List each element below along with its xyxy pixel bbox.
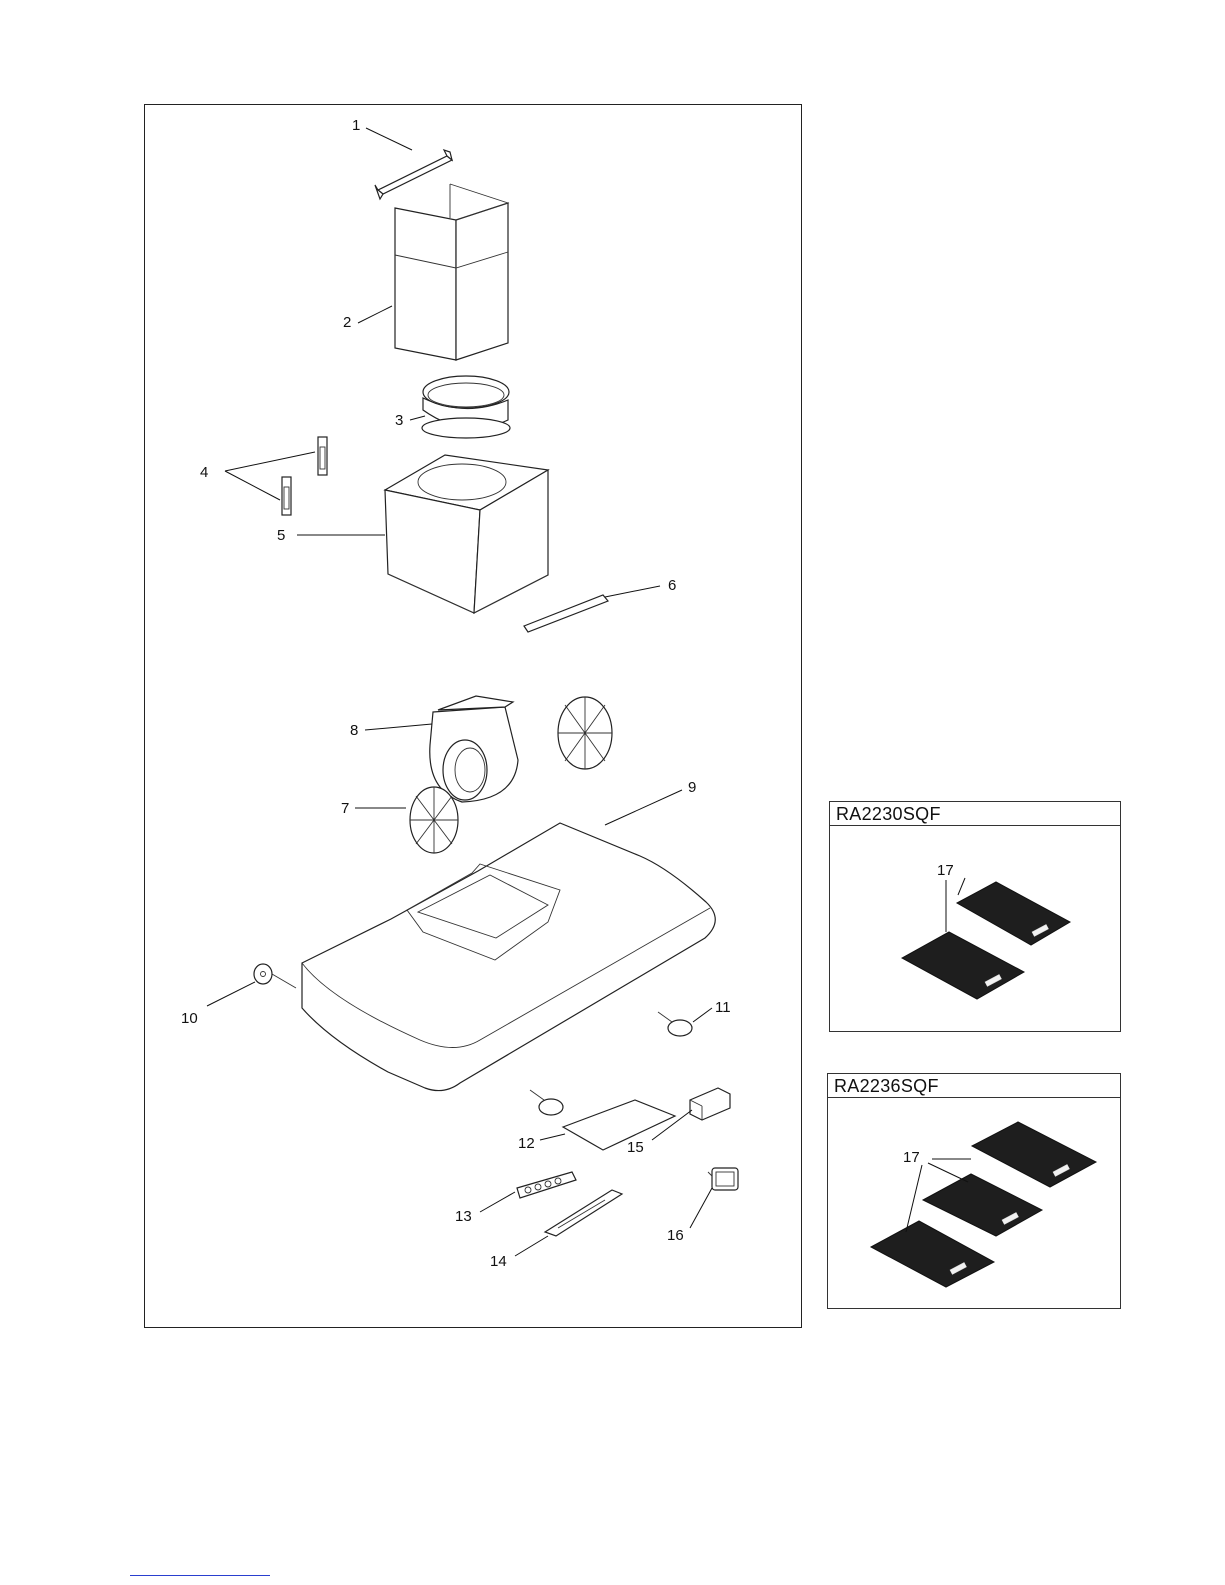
callout-7: 7 xyxy=(341,800,349,817)
callout-9: 9 xyxy=(688,779,696,796)
callout-1: 1 xyxy=(352,117,360,134)
part-mounting-brackets xyxy=(282,437,327,515)
part-blower-wheel xyxy=(410,787,458,853)
callout-11: 11 xyxy=(715,999,731,1016)
part-switch-block xyxy=(517,1172,576,1198)
part-light-tray xyxy=(545,1190,622,1236)
part-chimney-bracket xyxy=(375,150,452,199)
callout-6: 6 xyxy=(668,577,676,594)
part-lamp xyxy=(708,1168,738,1190)
part-motor-housing-box xyxy=(385,455,548,613)
callout-13: 13 xyxy=(455,1208,472,1225)
callout-5: 5 xyxy=(277,527,285,544)
callout-16: 16 xyxy=(667,1227,684,1244)
part-hood-body xyxy=(302,823,715,1091)
part-control-plate xyxy=(563,1100,675,1150)
part-knob-bottom xyxy=(530,1090,563,1115)
callout-4: 4 xyxy=(200,464,208,481)
part-transformer-box xyxy=(690,1088,730,1120)
callout-15: 15 xyxy=(627,1139,644,1156)
callout-12: 12 xyxy=(518,1135,535,1152)
callout-8: 8 xyxy=(350,722,358,739)
callout-10: 10 xyxy=(181,1010,198,1027)
callout-14: 14 xyxy=(490,1253,507,1270)
variant-b-filters xyxy=(871,1122,1096,1287)
callout-17-b: 17 xyxy=(903,1149,920,1166)
part-chimney-cover xyxy=(395,184,508,360)
callout-17-a: 17 xyxy=(937,862,954,879)
part-rail xyxy=(524,595,608,632)
part-knob-right xyxy=(658,1012,692,1036)
callout-2: 2 xyxy=(343,314,351,331)
callout-3: 3 xyxy=(395,412,403,429)
variant-a-filters xyxy=(902,882,1070,999)
part-blower-wheel-right xyxy=(558,697,612,769)
footer-link-underline[interactable] xyxy=(130,1575,270,1576)
part-duct-collar xyxy=(422,376,510,438)
part-knob-left xyxy=(254,964,296,988)
part-blower-housing xyxy=(430,696,518,802)
